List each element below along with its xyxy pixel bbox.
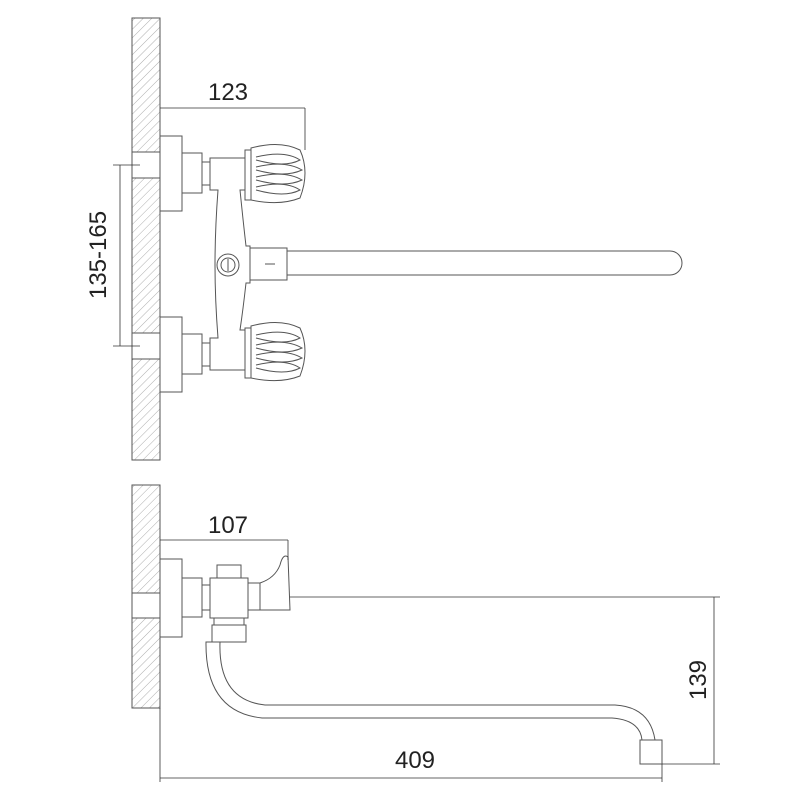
connector — [201, 584, 211, 611]
dimension-label-123: 123 — [208, 79, 248, 106]
wall-fitting — [131, 592, 161, 619]
dimension-label-409: 409 — [395, 747, 435, 774]
spout-tube — [205, 641, 656, 741]
body-bottom-nut — [211, 624, 247, 643]
body-top-cap — [216, 564, 242, 579]
flange — [159, 135, 183, 212]
handle-bottom — [244, 322, 306, 382]
lever-handle — [247, 555, 291, 611]
eccentric-circle — [216, 253, 240, 277]
dimension-top-depth: 123 — [160, 79, 306, 150]
dimension-spout-height: 139 — [290, 596, 720, 765]
handle-top — [244, 144, 306, 204]
side-view: 107 139 409 — [131, 484, 720, 782]
spout-pipe — [286, 250, 683, 276]
mixer-body — [209, 157, 251, 371]
nut — [181, 152, 203, 194]
spout-aerator — [639, 739, 663, 765]
dimension-bottom-depth: 107 — [160, 512, 289, 560]
nut — [181, 333, 203, 375]
nut — [181, 577, 203, 618]
dimension-label-107: 107 — [208, 512, 248, 539]
dimension-spout-length: 409 — [159, 708, 663, 782]
eccentric-inner — [220, 257, 236, 273]
flange — [159, 316, 183, 393]
dimension-label-139: 139 — [685, 660, 712, 700]
flange — [159, 558, 183, 638]
top-view: 123 135-165 — [85, 17, 683, 461]
dimension-label-135-165: 135-165 — [85, 211, 112, 299]
valve-body — [209, 577, 249, 619]
dimension-center-spacing: 135-165 — [85, 164, 140, 347]
connector — [201, 342, 211, 367]
wall-top — [131, 17, 161, 461]
connector — [201, 161, 211, 186]
